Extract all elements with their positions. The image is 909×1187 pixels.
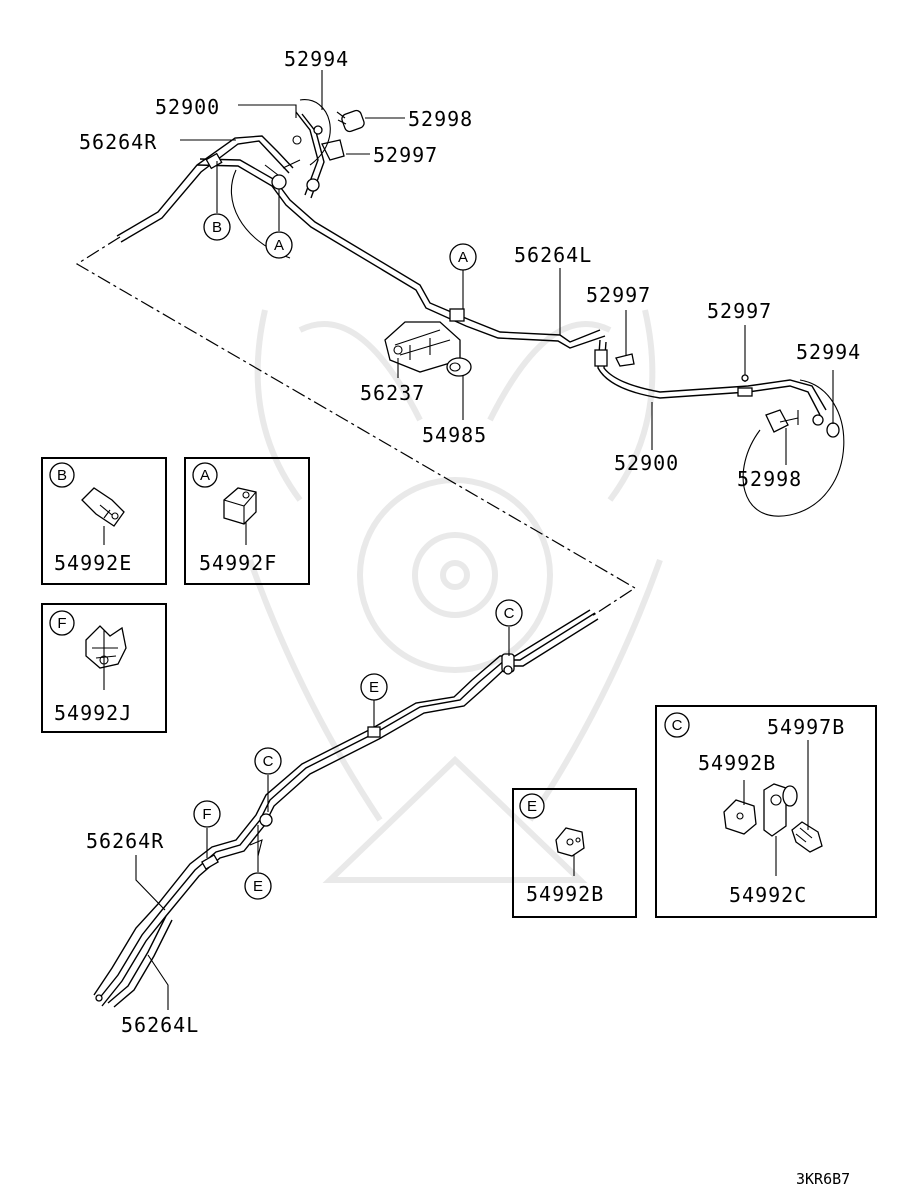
label-52900-top: 52900 bbox=[155, 95, 220, 119]
svg-text:A: A bbox=[458, 249, 468, 266]
clip-block-56237 bbox=[384, 321, 461, 373]
svg-text:E: E bbox=[253, 878, 263, 895]
inset-c-part-1: 54997B bbox=[767, 715, 845, 739]
callout-b-top: B bbox=[203, 213, 231, 241]
svg-text:F: F bbox=[202, 806, 211, 823]
watermark-emblem bbox=[247, 309, 663, 883]
svg-text:A: A bbox=[274, 237, 284, 254]
part-labels: 52994 52900 52998 56264R 52997 56264L 52… bbox=[79, 47, 861, 1037]
label-52994-right: 52994 bbox=[796, 340, 861, 364]
label-52998-top: 52998 bbox=[408, 107, 473, 131]
inset-a: A 54992F bbox=[184, 457, 310, 585]
svg-text:F: F bbox=[57, 615, 66, 632]
label-56264l-mid: 56264L bbox=[514, 243, 592, 267]
inset-f: F 54992J bbox=[41, 603, 167, 733]
rear-right-hose bbox=[594, 339, 845, 517]
inset-a-part: 54992F bbox=[199, 551, 277, 575]
label-52997-top: 52997 bbox=[373, 143, 438, 167]
svg-text:C: C bbox=[504, 605, 515, 622]
label-56264r-top: 56264R bbox=[79, 130, 157, 154]
label-56264r-bottom: 56264R bbox=[86, 829, 164, 853]
callout-c-lower: C bbox=[254, 747, 282, 775]
callout-a-mid: A bbox=[449, 243, 477, 271]
upper-fittings bbox=[230, 99, 365, 259]
inset-e-part: 54992B bbox=[526, 882, 604, 906]
svg-text:C: C bbox=[672, 717, 683, 734]
label-52998-right: 52998 bbox=[737, 467, 802, 491]
label-52994-top: 52994 bbox=[284, 47, 349, 71]
svg-text:E: E bbox=[369, 679, 379, 696]
lower-brake-lines bbox=[93, 609, 599, 1008]
callout-c-upper: C bbox=[495, 599, 523, 627]
inset-b-part: 54992E bbox=[54, 551, 132, 575]
label-52997-mid1: 52997 bbox=[586, 283, 651, 307]
leader-lines bbox=[135, 70, 834, 1010]
grommet-54985 bbox=[446, 357, 472, 377]
inset-f-part: 54992J bbox=[54, 701, 132, 725]
callout-a-top: A bbox=[265, 231, 293, 259]
label-52997-mid2: 52997 bbox=[707, 299, 772, 323]
label-54985: 54985 bbox=[422, 423, 487, 447]
upper-brake-lines bbox=[116, 111, 606, 349]
callout-f-lower: F bbox=[193, 800, 221, 828]
label-56264l-bottom: 56264L bbox=[121, 1013, 199, 1037]
inset-e: E 54992B bbox=[512, 788, 637, 918]
drawing-code: 3KR6B7 bbox=[796, 1170, 850, 1187]
callout-e-lower: E bbox=[244, 872, 272, 900]
inset-c: C 54997B 54992B 54992C bbox=[655, 705, 877, 918]
svg-text:C: C bbox=[263, 753, 274, 770]
inset-b: B 54992E bbox=[41, 457, 167, 585]
callout-e-upper: E bbox=[360, 673, 388, 701]
inset-c-part-3: 54992C bbox=[729, 883, 807, 907]
region-outline bbox=[75, 236, 637, 617]
label-56237: 56237 bbox=[360, 381, 425, 405]
svg-text:B: B bbox=[212, 219, 222, 236]
svg-text:B: B bbox=[57, 467, 67, 484]
svg-text:A: A bbox=[200, 467, 210, 484]
svg-text:E: E bbox=[527, 798, 537, 815]
inset-c-part-2: 54992B bbox=[698, 751, 776, 775]
label-52900-right: 52900 bbox=[614, 451, 679, 475]
